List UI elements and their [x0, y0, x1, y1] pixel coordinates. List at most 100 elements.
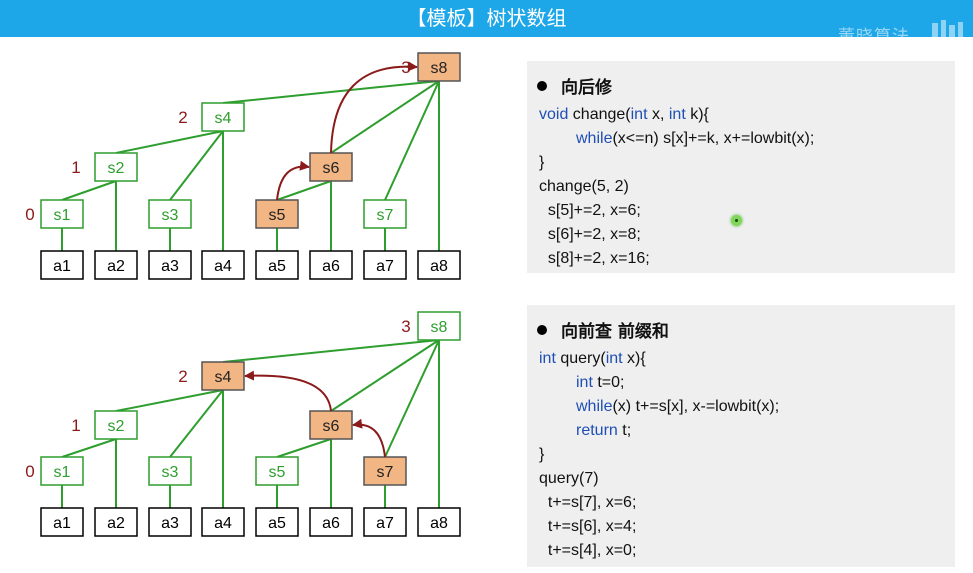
code-line: } [539, 151, 544, 175]
query-code-panel: 向前查 前缀和 int query(int x){int t=0; while(x… [527, 305, 955, 567]
array-node-a7 [363, 507, 407, 537]
tree-node-label: s4 [215, 369, 232, 386]
tree-node-s1 [40, 456, 84, 486]
tree-edge [115, 130, 224, 154]
code-text: t; [617, 422, 632, 439]
code-text: (x<=n) s[x]+=k, x+=lowbit(x); [612, 130, 815, 147]
code-text: s[8]+=2, x=16; [539, 250, 650, 267]
tree-node-s3 [148, 199, 192, 229]
array-node-label: a7 [376, 258, 394, 275]
code-line: void change(int x, int k){ [539, 103, 709, 127]
code-keyword: int [605, 350, 623, 367]
array-node-label: a4 [214, 515, 232, 532]
tree-edge [61, 180, 117, 201]
code-line: s[5]+=2, x=6; [539, 199, 641, 223]
query-heading: 向前查 前缀和 [537, 317, 669, 342]
code-keyword: int [539, 350, 556, 367]
tree-node-label: s5 [269, 464, 286, 481]
code-line: } [539, 443, 544, 467]
level-label: 3 [401, 317, 410, 336]
array-node-label: a5 [268, 515, 286, 532]
code-text: query(7) [539, 470, 599, 487]
code-text: t+=s[7], x=6; [539, 494, 637, 511]
array-node-label: a2 [107, 258, 125, 275]
level-label: 2 [178, 367, 187, 386]
tree-node-label: s7 [377, 464, 394, 481]
tree-node-s2 [94, 152, 138, 182]
array-node-label: a5 [268, 258, 286, 275]
level-label: 1 [71, 158, 80, 177]
level-label: 1 [71, 416, 80, 435]
code-keyword: return [576, 422, 618, 439]
array-node-a5 [255, 250, 299, 280]
array-node-label: a2 [107, 515, 125, 532]
tree-node-s8 [417, 52, 461, 82]
array-node-a2 [94, 507, 138, 537]
code-line: t+=s[4], x=0; [539, 539, 637, 563]
update-arrow [244, 370, 332, 412]
array-node-a3 [148, 507, 192, 537]
code-line: t+=s[7], x=6; [539, 491, 637, 515]
code-text: s[6]+=2, x=8; [539, 226, 641, 243]
code-text: } [539, 446, 545, 463]
array-node-label: a4 [214, 258, 232, 275]
array-node-label: a6 [322, 258, 340, 275]
tree-node-label: s2 [108, 418, 125, 435]
array-node-label: a7 [376, 515, 394, 532]
update-arrow [276, 160, 310, 201]
tree-edge [61, 438, 117, 458]
tree-node-s4 [201, 361, 245, 391]
tree-edge [222, 80, 440, 104]
code-text: (x) t+=s[x], x-=lowbit(x); [612, 398, 780, 415]
array-node-a3 [148, 250, 192, 280]
array-node-a7 [363, 250, 407, 280]
tree-node-s5 [255, 456, 299, 486]
tree-edge [330, 339, 440, 412]
query-heading-text: 向前查 前缀和 [561, 322, 669, 342]
tree-node-s8 [417, 311, 461, 341]
code-line: query(7) [539, 467, 599, 491]
code-line: t+=s[6], x=4; [539, 515, 637, 539]
update-arrow [352, 418, 386, 458]
code-text: t+=s[4], x=0; [539, 542, 637, 559]
array-node-a6 [309, 507, 353, 537]
code-keyword: while [576, 130, 613, 147]
code-text: s[5]+=2, x=6; [539, 202, 641, 219]
array-node-a8 [417, 250, 461, 280]
array-node-label: a6 [322, 515, 340, 532]
array-node-a4 [201, 250, 245, 280]
tree-edge [384, 80, 440, 201]
tree-node-label: s8 [431, 319, 448, 336]
code-line: s[8]+=2, x=16; [539, 247, 650, 271]
tree-edge [169, 130, 224, 201]
array-node-label: a1 [53, 515, 71, 532]
code-line: change(5, 2) [539, 175, 629, 199]
mouse-pointer-icon [731, 215, 742, 226]
code-text: t=0; [592, 374, 625, 391]
code-text: change( [568, 106, 631, 123]
code-line: while(x<=n) s[x]+=k, x+=lowbit(x); [576, 127, 814, 151]
tree-node-label: s3 [162, 464, 179, 481]
watermark-text: 董晓算法 [838, 27, 910, 47]
bullet-icon [537, 325, 547, 335]
code-line: while(x) t+=s[x], x-=lowbit(x); [576, 395, 779, 419]
tree-node-s6 [309, 152, 353, 182]
change-heading: 向后修 [537, 73, 612, 98]
level-label: 0 [25, 205, 34, 224]
tree-node-label: s6 [323, 160, 340, 177]
code-line: int query(int x){ [539, 347, 646, 371]
tree-node-label: s4 [215, 110, 232, 127]
code-keyword: while [576, 398, 613, 415]
code-text: x){ [622, 350, 646, 367]
code-text: query( [555, 350, 606, 367]
tree-node-label: s2 [108, 160, 125, 177]
tree-edge [169, 389, 224, 458]
tree-node-label: s5 [269, 207, 286, 224]
tree-edge [276, 180, 332, 201]
code-text: t+=s[6], x=4; [539, 518, 637, 535]
tree-node-s1 [40, 199, 84, 229]
tree-node-label: s6 [323, 418, 340, 435]
tree-edge [276, 438, 332, 458]
